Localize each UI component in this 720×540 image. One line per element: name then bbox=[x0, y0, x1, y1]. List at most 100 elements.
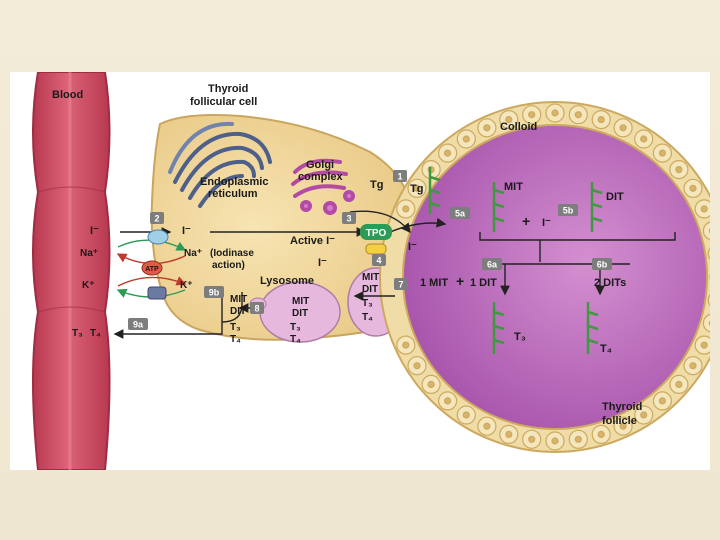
dit-cytoplasm: DIT bbox=[230, 306, 246, 317]
step-tag-label-5b: 5b bbox=[563, 206, 574, 216]
colloid-label: Colloid bbox=[500, 121, 537, 133]
blood-vessel bbox=[32, 72, 111, 470]
t3-lysosome: T₃ bbox=[362, 298, 373, 309]
er-label-2: reticulum bbox=[208, 188, 258, 200]
cell-nucleus bbox=[551, 437, 559, 445]
blood-label: Blood bbox=[52, 89, 83, 101]
t3-vesicle: T₃ bbox=[290, 322, 301, 333]
golgi-label-2: complex bbox=[298, 171, 344, 183]
cell-nucleus bbox=[658, 149, 667, 157]
cell-nucleus bbox=[444, 397, 452, 405]
follicle-epithelial-cell bbox=[702, 313, 710, 333]
cell-nucleus bbox=[640, 135, 648, 143]
mit-cytoplasm: MIT bbox=[230, 294, 247, 305]
cell-nucleus bbox=[658, 397, 667, 405]
step-tag-label-4: 4 bbox=[376, 256, 381, 266]
step-tag-9a bbox=[128, 318, 148, 330]
cell-nucleus bbox=[402, 341, 410, 349]
step-tag-3 bbox=[342, 212, 356, 224]
follicle-epithelial-cell bbox=[707, 294, 710, 307]
iodide-cell: I⁻ bbox=[182, 225, 191, 237]
t3-blood: T₃ bbox=[72, 328, 83, 339]
t3-cytoplasm: T₃ bbox=[230, 322, 241, 333]
potassium-channel bbox=[147, 286, 167, 300]
plus-sign-2: + bbox=[456, 273, 464, 289]
follicle-epithelial-cell bbox=[707, 247, 710, 260]
cell-nucleus bbox=[444, 149, 452, 157]
cell-nucleus bbox=[551, 109, 559, 117]
iodinase-label-1: (Iodinase bbox=[210, 248, 254, 259]
cell-nucleus bbox=[413, 184, 421, 192]
t4-lysosome: T₄ bbox=[362, 312, 373, 323]
plus-sign-1: + bbox=[522, 213, 530, 229]
step-tag-5a bbox=[450, 207, 470, 219]
step-tag-8 bbox=[250, 302, 264, 314]
cell-nucleus bbox=[528, 111, 536, 119]
t4-blood: T₄ bbox=[90, 328, 101, 339]
step-tags: 1 2 3 4 5a 5b 6a 6b 7 8 9a 9b bbox=[128, 170, 612, 330]
step-tag-label-9a: 9a bbox=[133, 320, 144, 330]
cell-nucleus bbox=[427, 380, 435, 388]
t4-vesicle: T₄ bbox=[290, 334, 301, 345]
golgi-label-1: Golgi bbox=[306, 159, 334, 171]
step-tag-label-7: 7 bbox=[398, 280, 403, 290]
cell-nucleus bbox=[413, 362, 421, 370]
cell-nucleus bbox=[640, 411, 648, 419]
cell-nucleus bbox=[462, 411, 470, 419]
dit-vesicle: DIT bbox=[292, 308, 308, 319]
step-tag-label-5a: 5a bbox=[455, 209, 466, 219]
cell-nucleus bbox=[505, 430, 513, 438]
tg-cell: Tg bbox=[370, 179, 383, 191]
potassium-blood: K⁺ bbox=[82, 280, 95, 291]
step-tag-label-1: 1 bbox=[397, 172, 402, 182]
t4-colloid: T₄ bbox=[600, 343, 612, 355]
cell-label-1: Thyroid bbox=[208, 83, 248, 95]
step-tag-7 bbox=[394, 278, 408, 290]
cell-nucleus bbox=[619, 124, 627, 132]
step-tag-label-6a: 6a bbox=[487, 260, 498, 270]
dit-label: DIT bbox=[606, 191, 624, 203]
cell-nucleus bbox=[597, 115, 605, 124]
golgi-complex bbox=[291, 158, 355, 215]
step-tag-6b bbox=[592, 258, 612, 270]
one-mit-label: 1 MIT bbox=[420, 277, 448, 289]
active-iodide-label: Active I⁻ bbox=[290, 235, 335, 247]
step-tag-label-2: 2 bbox=[154, 214, 159, 224]
thyroid-hormone-synthesis-diagram: Blood Thyroid follicular cell Endoplasmi… bbox=[10, 72, 710, 470]
t3-colloid: T₃ bbox=[514, 331, 526, 343]
iodide-blood: I⁻ bbox=[90, 225, 99, 237]
cell-nucleus bbox=[483, 124, 491, 132]
cell-nucleus bbox=[462, 135, 470, 143]
mit-vesicle: MIT bbox=[292, 296, 309, 307]
cell-nucleus bbox=[619, 422, 627, 430]
sodium-blood: Na⁺ bbox=[80, 248, 98, 259]
cell-nucleus bbox=[689, 362, 697, 370]
tpo-label: TPO bbox=[366, 228, 387, 239]
cell-nucleus bbox=[574, 435, 582, 443]
step-tag-1 bbox=[393, 170, 407, 182]
cell-nucleus bbox=[700, 341, 708, 349]
step-tag-label-8: 8 bbox=[254, 304, 259, 314]
cell-nucleus bbox=[597, 430, 605, 438]
step-tag-6a bbox=[482, 258, 502, 270]
iodide-recycled: I⁻ bbox=[318, 257, 327, 269]
thyroglobulin-chains bbox=[428, 167, 603, 354]
step-tag-label-3: 3 bbox=[346, 214, 351, 224]
cell-nucleus bbox=[708, 228, 710, 234]
thyroid-follicle bbox=[379, 101, 710, 453]
step-tag-label-6b: 6b bbox=[597, 260, 608, 270]
iodinase-label-2: action) bbox=[212, 260, 245, 271]
tg-colloid: Tg bbox=[410, 183, 423, 195]
follicle-label-1: Thyroid bbox=[602, 401, 642, 413]
atp-label: ATP bbox=[145, 266, 159, 273]
cell-nucleus bbox=[402, 205, 410, 213]
cell-nucleus bbox=[700, 205, 708, 213]
er-label-1: Endoplasmic bbox=[200, 176, 268, 188]
cell-nucleus bbox=[689, 184, 697, 192]
mit-lysosome: MIT bbox=[362, 272, 379, 283]
atp-pump-icon bbox=[141, 260, 163, 276]
step-tag-label-9b: 9b bbox=[209, 288, 220, 298]
step-tag-5b bbox=[558, 204, 578, 216]
mit-label: MIT bbox=[504, 181, 523, 193]
follicle-label-2: follicle bbox=[602, 415, 637, 427]
